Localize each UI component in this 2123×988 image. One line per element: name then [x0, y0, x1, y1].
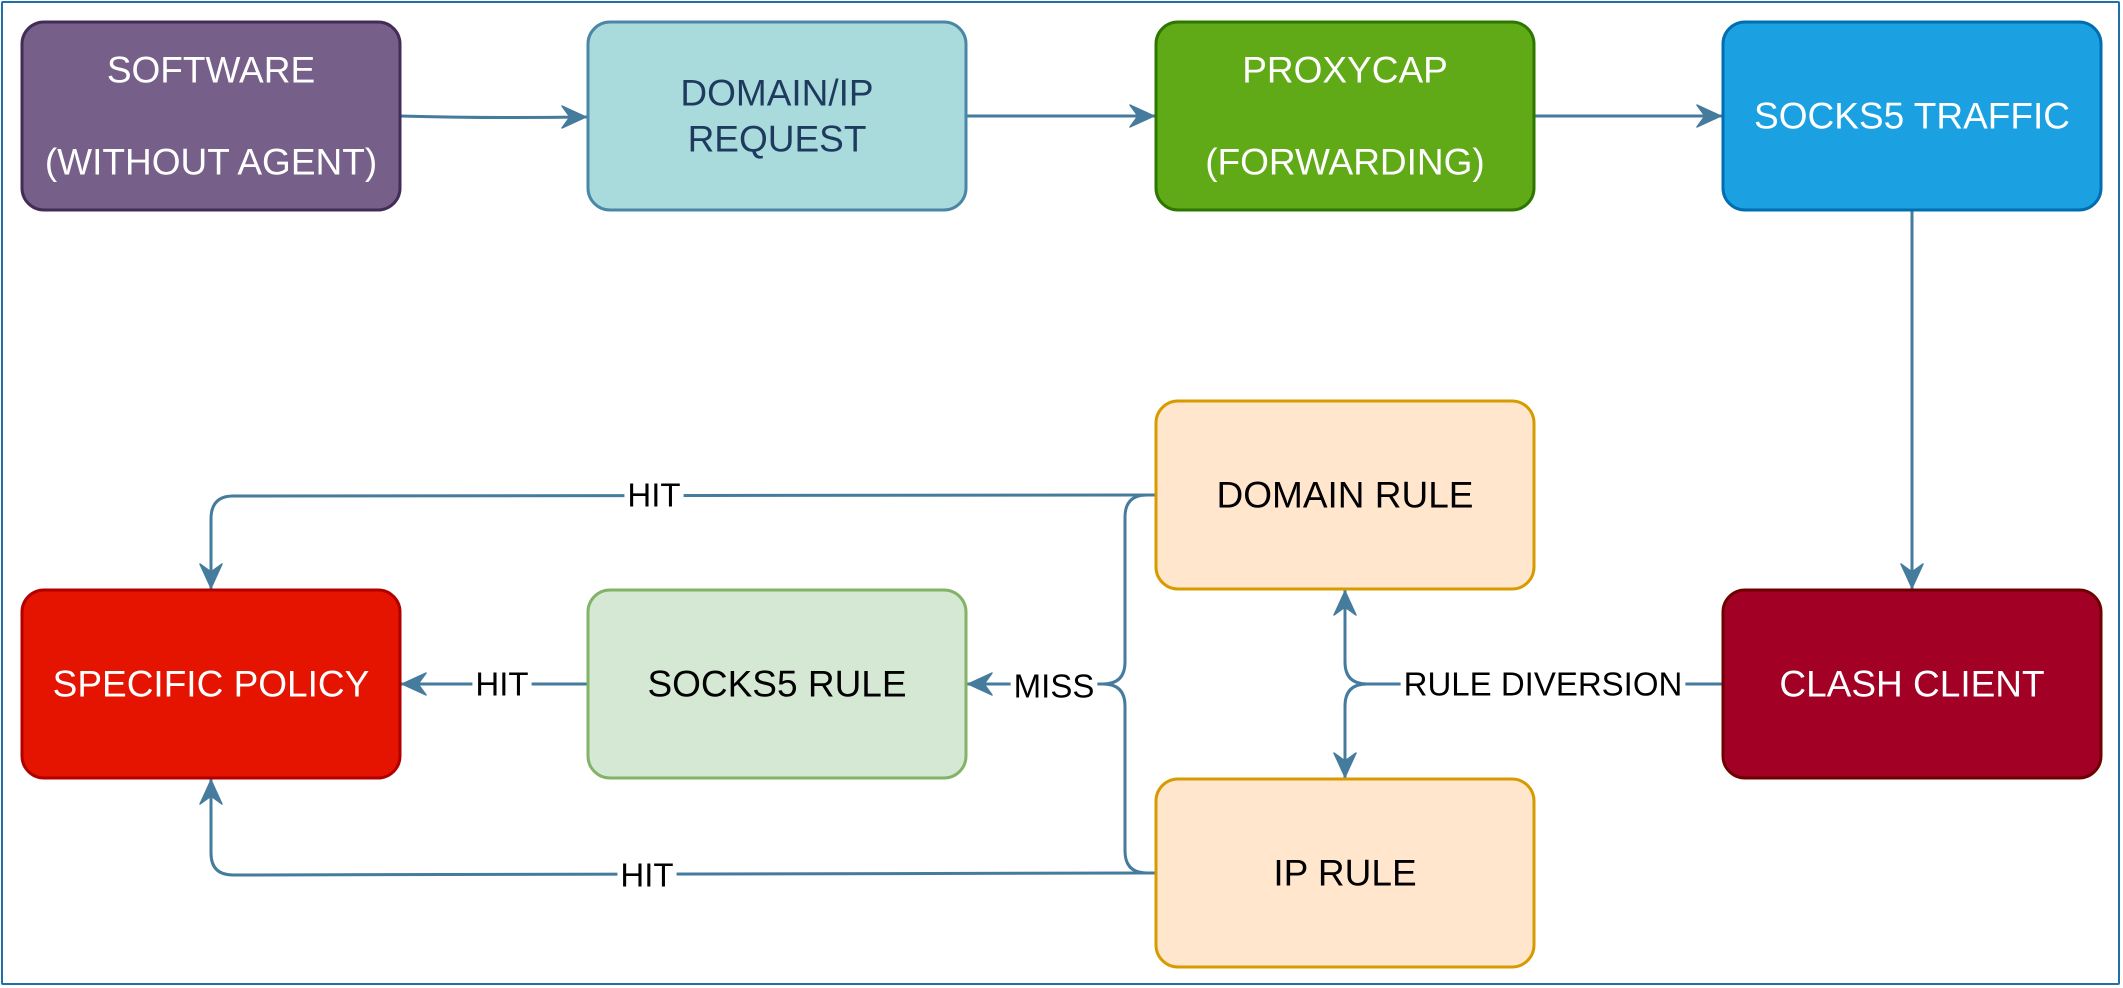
node-domain-ip-request-box: [586, 20, 968, 212]
edge-label-miss-text: MISS: [1014, 668, 1095, 705]
edge-socks5-rule-hit-arrowhead: [401, 672, 427, 696]
node-proxycap-box: [1154, 20, 1536, 212]
edge-clash-rule-diversion: [1343, 589, 1725, 779]
node-software-box: [20, 20, 402, 212]
node-domain-ip-request: DOMAIN/IP REQUEST: [586, 20, 968, 212]
node-ip-rule-box: [1154, 777, 1536, 969]
node-proxycap-label-line-1: PROXYCAP: [1242, 50, 1448, 91]
node-socks5-rule: SOCKS5 RULE: [586, 588, 968, 780]
node-domain-rule-box: [1154, 399, 1536, 591]
node-specific-policy-box: [20, 588, 402, 780]
node-domain-ip-request-label-line-2: REQUEST: [688, 119, 867, 160]
node-domain-rule-label: DOMAIN RULE: [1217, 475, 1474, 516]
edge-software-to-request-arrowhead: [561, 105, 587, 129]
edge-label-hit-domain-bg: [624, 475, 684, 515]
edge-label-miss: MISS: [1010, 666, 1098, 706]
node-clash-client-box: [1721, 588, 2103, 780]
node-software: SOFTWARE (WITHOUT AGENT): [20, 20, 402, 212]
node-socks5-traffic: SOCKS5 TRAFFIC: [1721, 20, 2103, 212]
edge-ip-rule-hit-arrowhead: [199, 779, 223, 805]
node-socks5-rule-box: [586, 588, 968, 780]
edge-label-hit-socks5-text: HIT: [475, 666, 528, 703]
node-domain-ip-request-label-line-1: DOMAIN/IP: [680, 73, 873, 114]
edge-domain-rule-hit: [209, 493, 1158, 590]
node-domain-rule: DOMAIN RULE: [1154, 399, 1536, 591]
edge-label-miss-bg: [1010, 666, 1098, 706]
edge-rules-miss-arrowhead: [967, 672, 993, 696]
edge-domain-rule-hit-arrowhead: [199, 563, 223, 589]
edge-clash-rule-diversion-arrowhead-2: [1333, 752, 1357, 778]
edge-socks5-traffic-to-clash-arrowhead: [1900, 563, 1924, 589]
edge-label-hit-ip: HIT: [617, 855, 677, 895]
edge-label-hit-domain-text: HIT: [627, 477, 680, 514]
edge-labels-layer: HIT HIT MISS RULE DIVERSION HIT: [472, 475, 1686, 895]
edge-label-hit-domain: HIT: [624, 475, 684, 515]
edge-label-hit-socks5: HIT: [472, 664, 532, 704]
node-socks5-rule-label: SOCKS5 RULE: [647, 664, 906, 705]
edge-label-hit-socks5-bg: [472, 664, 532, 704]
edge-label-hit-ip-bg: [617, 855, 677, 895]
node-ip-rule-label: IP RULE: [1273, 853, 1416, 894]
node-socks5-traffic-box: [1721, 20, 2103, 212]
edge-label-rule-diversion-text: RULE DIVERSION: [1404, 666, 1683, 703]
edges-layer: [199, 104, 1924, 877]
edge-label-hit-ip-text: HIT: [620, 857, 673, 894]
edge-request-to-proxycap-arrowhead: [1129, 104, 1155, 128]
edge-clash-rule-diversion-arrowhead-1: [1333, 590, 1357, 616]
node-specific-policy-label: SPECIFIC POLICY: [53, 664, 370, 705]
node-proxycap: PROXYCAP (FORWARDING): [1154, 20, 1536, 212]
edge-proxycap-to-socks5-traffic-arrowhead: [1696, 104, 1722, 128]
node-specific-policy: SPECIFIC POLICY: [20, 588, 402, 780]
nodes-layer: SOFTWARE (WITHOUT AGENT) DOMAIN/IP REQUEST P…: [20, 20, 2103, 969]
edge-label-rule-diversion-bg: [1400, 664, 1686, 704]
edge-ip-rule-hit: [209, 778, 1158, 877]
edge-label-rule-diversion: RULE DIVERSION: [1400, 664, 1686, 704]
node-socks5-traffic-label: SOCKS5 TRAFFIC: [1754, 96, 2070, 137]
node-clash-client: CLASH CLIENT: [1721, 588, 2103, 780]
edge-software-to-request: [398, 114, 588, 120]
node-software-label-line-1: SOFTWARE: [107, 50, 315, 91]
node-clash-client-label: CLASH CLIENT: [1779, 664, 2044, 705]
node-proxycap-label-line-2: (FORWARDING): [1205, 142, 1485, 183]
node-software-label-line-2: (WITHOUT AGENT): [45, 142, 377, 183]
node-ip-rule: IP RULE: [1154, 777, 1536, 969]
edge-rules-miss: [966, 493, 1158, 875]
